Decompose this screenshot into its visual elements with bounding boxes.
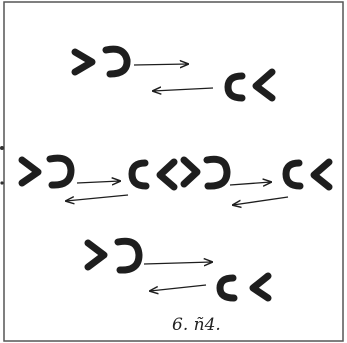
figure-caption: 6. ñ4. [172, 315, 221, 335]
edge-mark [0, 181, 4, 185]
arrow-backward [66, 194, 129, 201]
glyph-double-c-right [282, 158, 333, 191]
arrow-forward [133, 64, 188, 65]
arrow-backward [153, 88, 214, 91]
figure-border [3, 1, 344, 342]
glyph-double-c-right [216, 272, 272, 302]
glyph-chevron-c-left [71, 45, 131, 78]
arrow-forward [229, 182, 271, 185]
row-2 [18, 154, 333, 205]
arrow-backward [150, 284, 207, 291]
arrow-backward [233, 196, 289, 205]
glyph-chevron-c-left [18, 154, 75, 189]
glyph-chevron-c-left [84, 237, 143, 274]
edge-mark [0, 146, 4, 150]
arrow-forward [76, 181, 120, 183]
arrow-forward [143, 262, 212, 264]
glyph-chevron-c-left [180, 155, 231, 190]
row-1 [71, 45, 276, 102]
glyph-double-c-right [128, 158, 178, 191]
glyph-double-c-right [224, 68, 276, 102]
row-3 [84, 237, 272, 302]
